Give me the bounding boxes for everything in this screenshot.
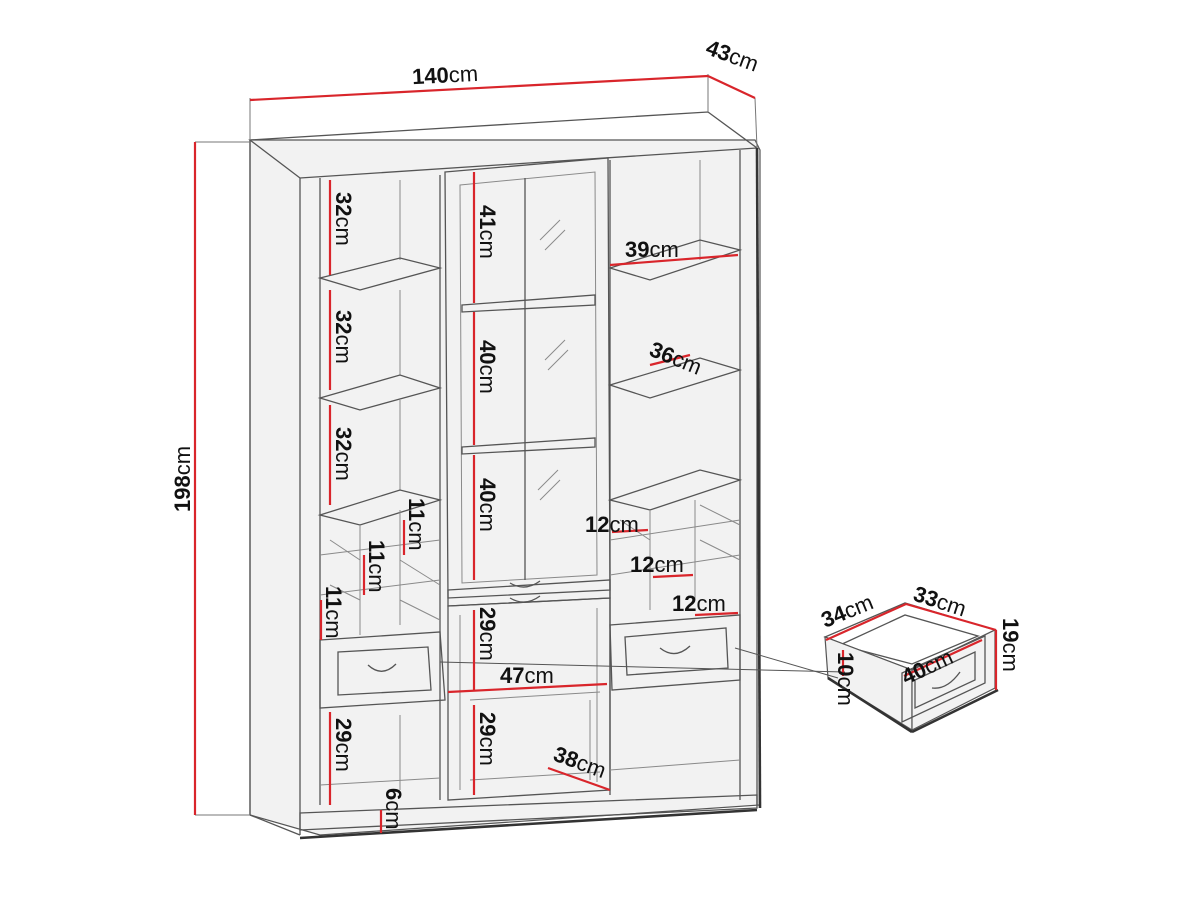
label-left-shelf-1: 32cm (331, 192, 356, 246)
label-center-width: 47cm (500, 663, 554, 688)
label-width: 140cm (411, 61, 478, 89)
label-right-cubby-1: 12cm (585, 512, 639, 537)
leader-line (734, 647, 839, 679)
label-right-cubby-2: 12cm (630, 552, 684, 577)
label-height: 198cm (170, 446, 195, 512)
label-left-shelf-3: 32cm (331, 427, 356, 481)
label-plinth: 6cm (381, 788, 406, 830)
label-center-door-1: 29cm (475, 607, 500, 661)
label-drawer-height: 19cm (998, 618, 1023, 672)
label-center-top: 41cm (475, 205, 500, 259)
label-left-cubby-1: 11cm (404, 498, 429, 551)
label-drawer-inner-width: 33cm (910, 581, 969, 621)
label-left-cubby-3: 11cm (321, 586, 346, 639)
label-right-width: 39cm (625, 237, 679, 262)
label-depth: 43cm (703, 35, 762, 77)
label-left-cubby-2: 11cm (364, 540, 389, 593)
label-right-cubby-3: 12cm (672, 591, 726, 616)
leader-line (439, 661, 846, 673)
label-drawer-inner-height: 10cm (833, 652, 858, 706)
label-center-low: 40cm (475, 478, 500, 532)
dimension-lines (193, 74, 998, 833)
label-left-shelf-2: 32cm (331, 310, 356, 364)
drawer-detail-drawing (823, 602, 999, 734)
extension-lines (195, 74, 758, 816)
label-center-door-2: 29cm (475, 712, 500, 766)
label-drawer-depth: 34cm (818, 589, 877, 632)
cabinet-drawing (248, 111, 762, 840)
label-left-bottom: 29cm (331, 718, 356, 772)
label-center-mid: 40cm (475, 340, 500, 394)
